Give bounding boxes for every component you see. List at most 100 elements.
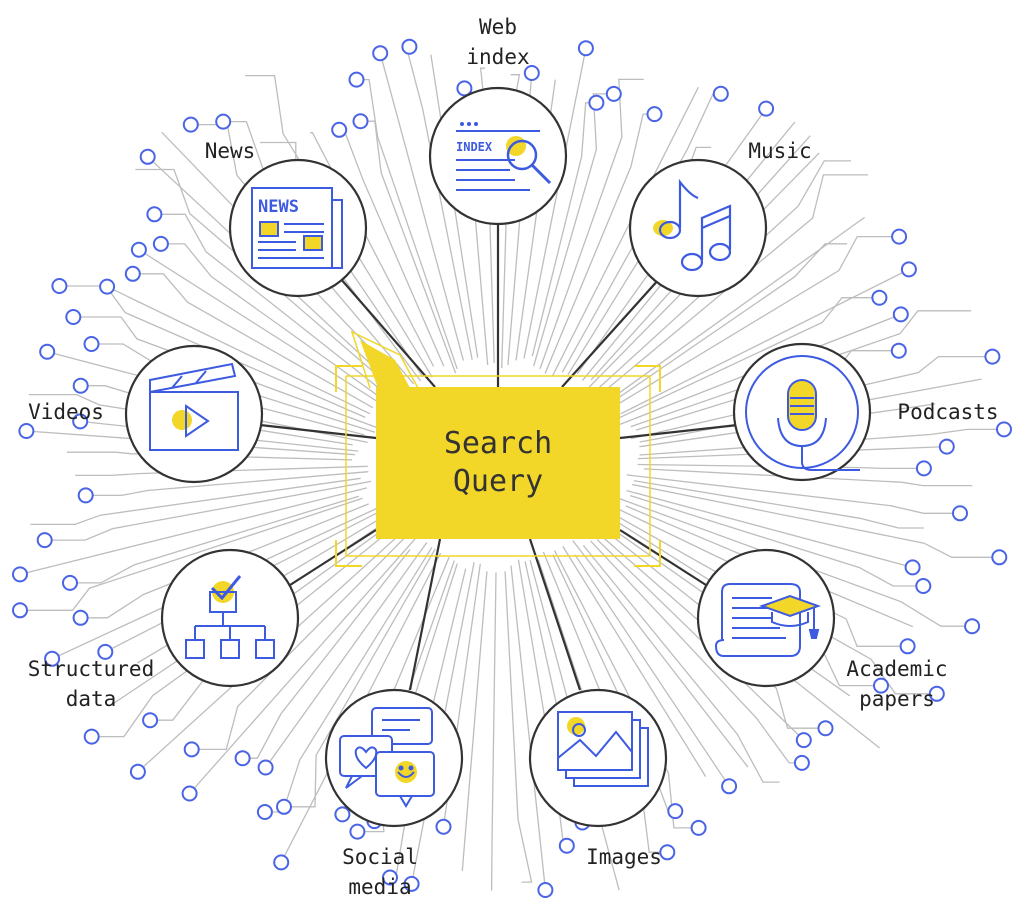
endpoint-node xyxy=(72,413,89,430)
endpoint-node xyxy=(904,559,921,576)
endpoint-node xyxy=(952,505,968,522)
connector-line xyxy=(490,572,497,891)
search-query-line1: Search xyxy=(443,426,553,461)
connector-line xyxy=(643,468,973,487)
newspaper-icon: NEWS xyxy=(251,187,343,269)
endpoint-node xyxy=(899,638,916,655)
endpoint-node xyxy=(871,289,888,306)
connector-line xyxy=(633,480,924,529)
endpoint-node xyxy=(39,343,56,360)
connector-line xyxy=(80,503,369,619)
source-videos xyxy=(124,344,264,484)
endpoint-nodes xyxy=(12,38,1012,898)
endpoint-node xyxy=(915,578,932,594)
source-labels: Web index News Music Videos Podcasts Str… xyxy=(28,15,999,899)
endpoint-node xyxy=(712,85,729,102)
endpoint-node xyxy=(348,71,365,88)
connector-line xyxy=(631,483,1000,558)
connector-line xyxy=(510,565,547,891)
connector-line xyxy=(70,495,359,584)
connector-line xyxy=(310,132,435,367)
endpoint-node xyxy=(257,759,274,776)
endpoint-node xyxy=(659,844,676,861)
connector-line xyxy=(596,174,869,398)
label-music: Music xyxy=(748,139,811,163)
connector-line xyxy=(582,544,780,783)
source-podcasts xyxy=(732,342,872,482)
spoke-podcasts xyxy=(619,423,739,440)
connector-line xyxy=(461,571,488,871)
source-academic-papers xyxy=(696,548,836,688)
spoke-videos xyxy=(259,423,377,440)
label-academic-papers-line1: Academic xyxy=(846,657,947,681)
endpoint-node xyxy=(900,261,917,278)
endpoint-node xyxy=(795,732,812,749)
label-web-index-line1: Web xyxy=(479,15,517,39)
connector-line xyxy=(542,551,668,853)
endpoint-node xyxy=(152,235,169,252)
spoke-news xyxy=(339,277,436,388)
endpoint-node xyxy=(273,854,290,871)
connector-line xyxy=(533,93,614,367)
connector-line xyxy=(539,78,644,370)
endpoint-node xyxy=(372,45,389,62)
endpoint-node xyxy=(892,306,909,323)
connector-line xyxy=(379,53,465,361)
connector-line xyxy=(132,273,374,409)
endpoint-node xyxy=(435,818,452,835)
connector-line xyxy=(265,542,428,768)
endpoint-node xyxy=(62,574,78,591)
connector-line xyxy=(44,480,372,541)
endpoint-node xyxy=(12,602,28,619)
video-clapperboard-icon xyxy=(149,362,239,451)
label-videos: Videos xyxy=(28,400,104,424)
endpoint-node xyxy=(890,342,907,359)
label-structured-data-line2: data xyxy=(66,687,117,711)
endpoint-node xyxy=(234,750,251,767)
connector-line xyxy=(637,463,924,470)
connector-line xyxy=(630,494,924,587)
connector-line xyxy=(620,268,910,415)
connector-line xyxy=(591,527,826,729)
endpoint-node xyxy=(276,798,292,815)
microphone-icon xyxy=(745,355,860,471)
endpoint-node xyxy=(183,741,200,758)
connector-line xyxy=(552,86,699,376)
endpoint-node xyxy=(124,265,141,282)
endpoint-node xyxy=(331,121,348,138)
endpoint-node xyxy=(721,778,738,795)
spoke-structured-data xyxy=(289,529,377,586)
endpoint-node xyxy=(146,206,163,223)
connector-line xyxy=(264,546,433,813)
speech-tail-accent xyxy=(360,340,410,388)
connector-line xyxy=(20,497,363,611)
endpoint-node xyxy=(873,677,889,694)
spoke-music xyxy=(561,277,661,388)
source-structured-data xyxy=(160,548,300,688)
connector-line xyxy=(138,249,381,405)
endpoint-node xyxy=(352,113,369,130)
connector-line xyxy=(572,540,749,768)
source-images xyxy=(528,688,668,828)
endpoint-node xyxy=(403,875,420,892)
connector-line xyxy=(574,554,730,787)
music-notes-icon xyxy=(653,178,732,272)
connector-line xyxy=(554,550,699,829)
endpoint-node xyxy=(256,804,273,820)
endpoint-node xyxy=(44,650,61,667)
label-news: News xyxy=(205,139,256,163)
label-structured-data-line1: Structured xyxy=(28,657,154,681)
endpoint-node xyxy=(77,487,94,504)
endpoint-node xyxy=(99,278,116,295)
endpoint-node xyxy=(964,618,981,635)
connector-line xyxy=(562,546,707,777)
endpoint-node xyxy=(349,823,366,840)
endpoint-node xyxy=(646,106,663,123)
connector-line xyxy=(106,286,371,415)
endpoint-node xyxy=(996,421,1012,438)
endpoint-node xyxy=(130,241,147,258)
label-podcasts: Podcasts xyxy=(897,400,998,424)
endpoint-node xyxy=(984,348,1001,365)
endpoint-node xyxy=(456,80,473,97)
